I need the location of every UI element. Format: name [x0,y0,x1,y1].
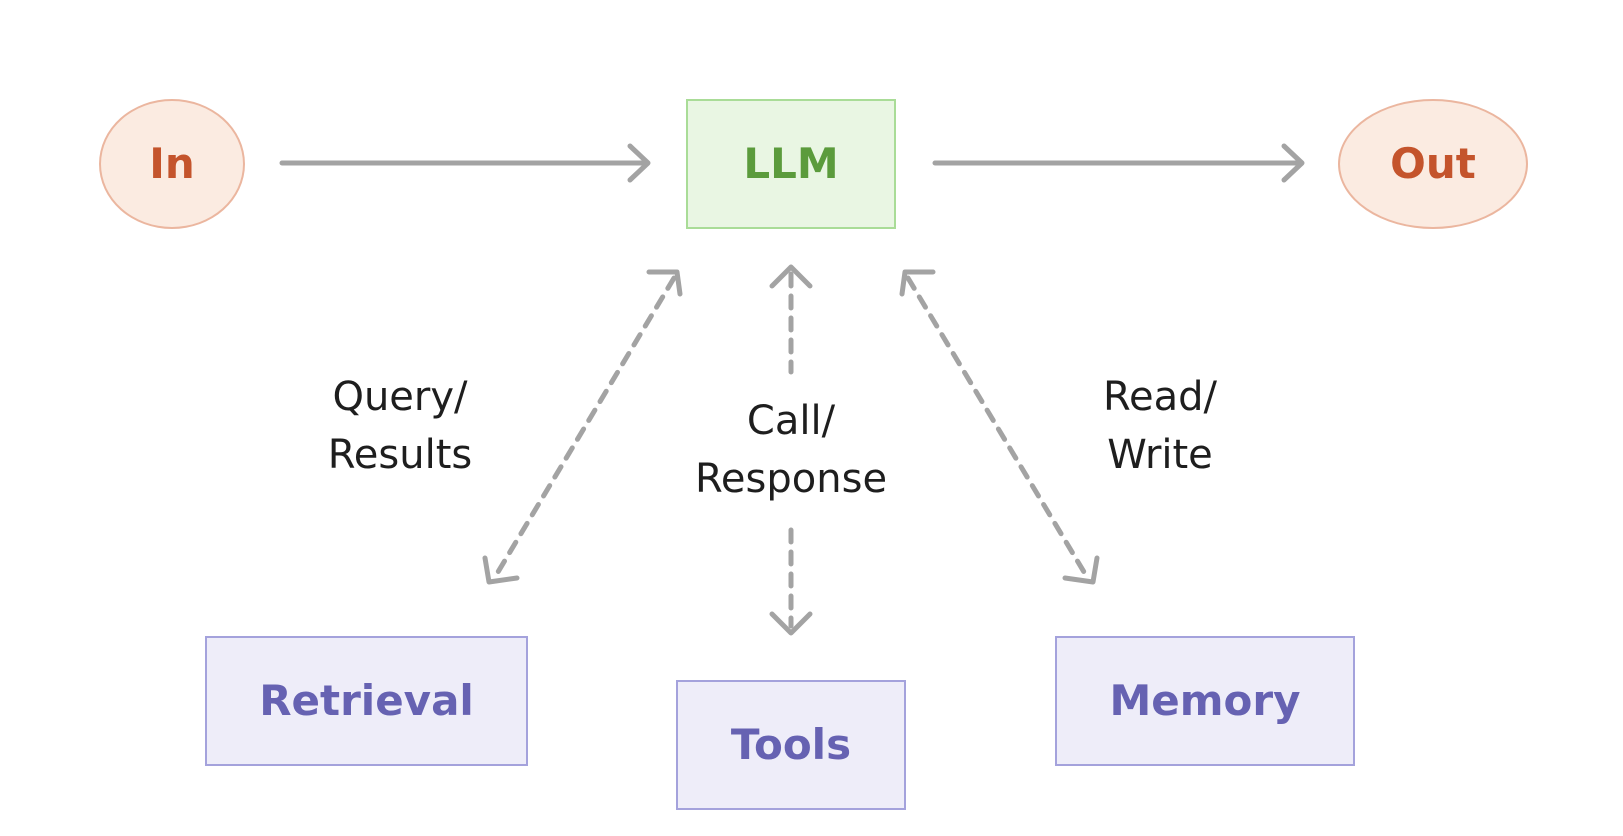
output-node: Out [1338,99,1528,229]
arrow-in-to-llm [279,143,651,183]
dashed-arrow-llm-retrieval [482,269,683,585]
retrieval-edge-label-line2: Results [327,432,473,478]
arrow-llm-to-out [932,143,1305,183]
memory-edge-label: Read/ Write [1070,368,1250,484]
input-node-label: In [149,139,195,188]
memory-node-label: Memory [1109,676,1301,725]
tools-edge-label-line2: Response [694,456,888,502]
retrieval-edge-label-line1: Query/ [332,374,468,420]
tools-edge-label: Call/ Response [661,392,921,508]
retrieval-node: Retrieval [205,636,528,766]
dashed-arrow-llm-tools [769,264,813,636]
tools-node: Tools [676,680,906,810]
input-node: In [99,99,245,229]
dashed-arrow-llm-memory [899,269,1100,585]
llm-node-label: LLM [743,139,839,188]
llm-node: LLM [686,99,896,229]
memory-node: Memory [1055,636,1355,766]
retrieval-edge-label: Query/ Results [300,368,500,484]
output-node-label: Out [1390,139,1476,188]
memory-edge-label-line1: Read/ [1103,374,1217,420]
tools-node-label: Tools [730,720,852,769]
retrieval-node-label: Retrieval [259,676,474,725]
tools-edge-label-line1: Call/ [746,398,836,444]
memory-edge-label-line2: Write [1107,432,1213,478]
